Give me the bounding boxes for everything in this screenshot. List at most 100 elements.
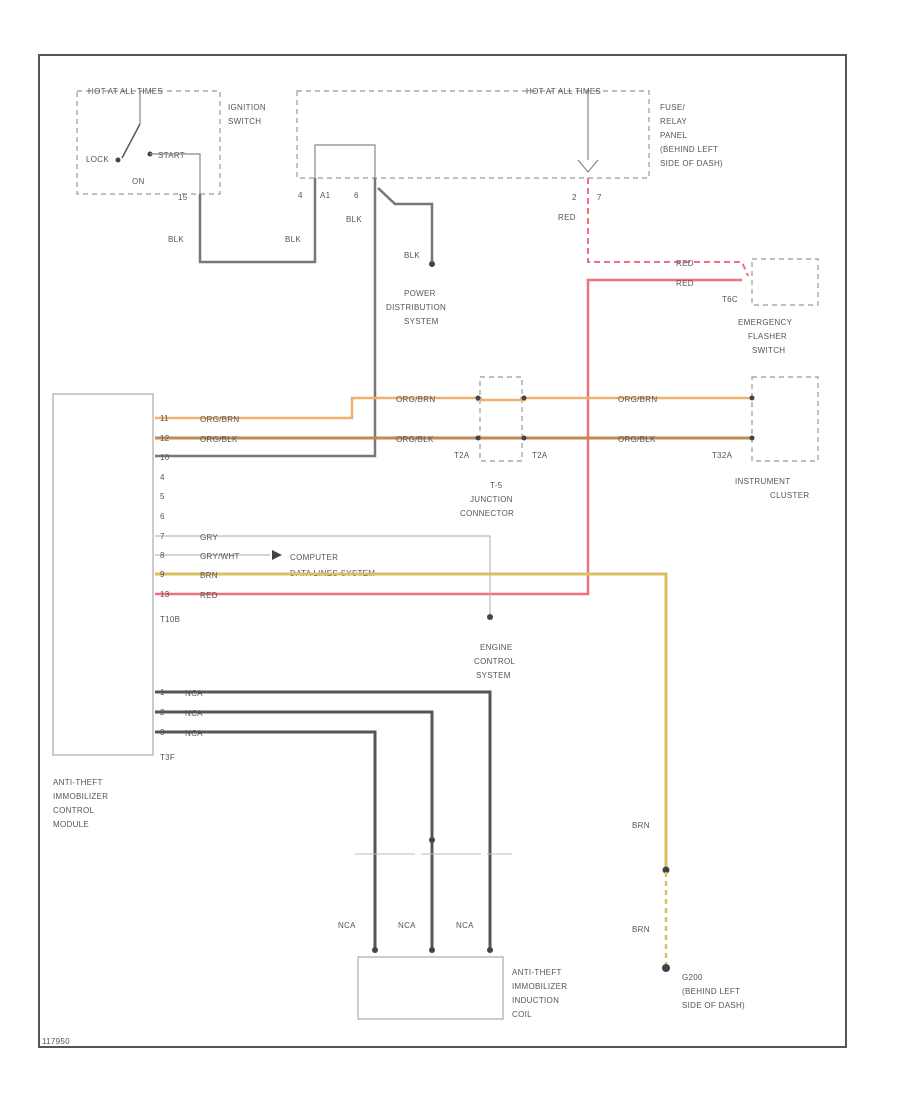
- footer-code: 117950: [42, 1037, 70, 1046]
- ground-name-1: G200: [682, 973, 703, 982]
- module-name-2: IMMOBILIZER: [53, 792, 108, 801]
- flasher-connector: T6C: [722, 295, 738, 304]
- wire-label-red-3: RED: [676, 279, 694, 288]
- wire-label-org-blk-2: ORG/BLK: [396, 435, 434, 444]
- wire-label-org-brn-2: ORG/BRN: [396, 395, 435, 404]
- module-pin-5: 5: [160, 492, 165, 501]
- module-pin-11: 11: [160, 414, 169, 423]
- ignition-pin-15: 15: [178, 193, 188, 202]
- fuse-pin-2: 2: [572, 193, 577, 202]
- junction-name-2: JUNCTION: [470, 495, 513, 504]
- module-pin-9: 9: [160, 570, 165, 579]
- wire-blk-module: [155, 178, 377, 458]
- wire-label-brn-1: BRN: [200, 571, 218, 580]
- flasher-name-3: SWITCH: [752, 346, 785, 355]
- wire-label-nca-2: NCA: [185, 709, 203, 718]
- wire-label-gry: GRY: [200, 533, 218, 542]
- ignition-hot-label: HOT AT ALL TIMES: [88, 87, 163, 96]
- fuse-name-4: (BEHIND LEFT: [660, 145, 718, 154]
- wire-red-fuse-dashed: [587, 178, 749, 277]
- wire-nca-1: [155, 690, 492, 948]
- wire-label-nca-3: NCA: [185, 729, 203, 738]
- wire-nca-2: [155, 710, 434, 948]
- module-pin-4: 4: [160, 473, 165, 482]
- wire-label-brn-2: BRN: [632, 821, 650, 830]
- power-dist-name-2: DISTRIBUTION: [386, 303, 446, 312]
- engine-control-name-2: CONTROL: [474, 657, 515, 666]
- wire-label-red-2: RED: [676, 259, 694, 268]
- junction-connector: T2A T2A T-5 JUNCTION CONNECTOR: [454, 376, 548, 518]
- ignition-start-label: START: [158, 151, 185, 160]
- engine-control-name-1: ENGINE: [480, 643, 512, 652]
- ground-name-3: SIDE OF DASH): [682, 1001, 745, 1010]
- module-pin-10: 10: [160, 453, 170, 462]
- module-pin-8: 8: [160, 551, 165, 560]
- module-connector-main: T10B: [160, 615, 180, 624]
- ignition-lock-label: LOCK: [86, 155, 109, 164]
- wire-label-nca-5: NCA: [398, 921, 416, 930]
- engine-control-name-3: SYSTEM: [476, 671, 511, 680]
- fuse-internal-jumper: [314, 144, 376, 178]
- wire-label-gry-wht: GRY/WHT: [200, 552, 240, 561]
- engine-control-terminal: [487, 614, 493, 620]
- ignition-switch-blade: [121, 123, 141, 159]
- ignition-switch: HOT AT ALL TIMES IGNITION SWITCH LOCK ST…: [76, 87, 266, 202]
- fuse-name-3: PANEL: [660, 131, 687, 140]
- module-name-4: MODULE: [53, 820, 89, 829]
- ignition-lock-contact: [115, 157, 121, 163]
- wire-blk-ignition: [198, 178, 317, 264]
- wire-label-nca-4: NCA: [338, 921, 356, 930]
- wire-label-nca-1: NCA: [185, 689, 203, 698]
- cluster-name-1: INSTRUMENT: [735, 477, 790, 486]
- computer-data-name-1: COMPUTER: [290, 553, 338, 562]
- power-dist-name-1: POWER: [404, 289, 436, 298]
- module-pin-12: 12: [160, 434, 170, 443]
- wire-org-brn: [155, 396, 752, 420]
- fuse-pin-7: 7: [597, 193, 602, 202]
- wire-label-org-blk-1: ORG/BLK: [200, 435, 238, 444]
- coil-name-3: INDUCTION: [512, 996, 559, 1005]
- power-dist-terminal: [429, 261, 435, 267]
- cluster-name-2: CLUSTER: [770, 491, 809, 500]
- module-connector-aux: T3F: [160, 753, 175, 762]
- junction-name-1: T-5: [490, 481, 503, 490]
- wire-label-blk-3: BLK: [346, 215, 362, 224]
- module-pin-6: 6: [160, 512, 165, 521]
- wire-label-org-brn-3: ORG/BRN: [618, 395, 657, 404]
- brn-splice: [662, 866, 670, 874]
- wire-nca-3: [155, 730, 377, 948]
- ignition-name-1: IGNITION: [228, 103, 266, 112]
- immobilizer-control-module: 11 12 10 4 5 6 7 8 9 13 T10B 1 2 3 T3F A…: [52, 393, 180, 829]
- fuse-pin-4: 4: [298, 191, 303, 200]
- flasher-name-2: FLASHER: [748, 332, 787, 341]
- wire-label-blk-1: BLK: [168, 235, 184, 244]
- module-pin-13: 13: [160, 590, 170, 599]
- wire-label-nca-6: NCA: [456, 921, 474, 930]
- fuse-name-5: SIDE OF DASH): [660, 159, 723, 168]
- module-name-3: CONTROL: [53, 806, 94, 815]
- wire-label-org-blk-3: ORG/BLK: [618, 435, 656, 444]
- wire-label-brn-3: BRN: [632, 925, 650, 934]
- wire-label-org-brn-1: ORG/BRN: [200, 415, 239, 424]
- junction-name-3: CONNECTOR: [460, 509, 514, 518]
- ignition-on-label: ON: [132, 177, 145, 186]
- ignition-name-2: SWITCH: [228, 117, 261, 126]
- fuse-pin-6: 6: [354, 191, 359, 200]
- wire-label-blk-4: BLK: [404, 251, 420, 260]
- wire-blk-power-dist: [377, 187, 434, 262]
- wire-label-blk-2: BLK: [285, 235, 301, 244]
- instrument-cluster: T32A INSTRUMENT CLUSTER: [712, 376, 819, 500]
- wire-label-red-4: RED: [200, 591, 218, 600]
- coil-name-4: COIL: [512, 1010, 532, 1019]
- fuse-name-2: RELAY: [660, 117, 688, 126]
- module-name-1: ANTI-THEFT: [53, 778, 103, 787]
- computer-data-arrow: [272, 550, 282, 560]
- cluster-connector: T32A: [712, 451, 733, 460]
- module-pin-7: 7: [160, 532, 165, 541]
- junction-conn-left: T2A: [454, 451, 470, 460]
- fuse-pin-a1: A1: [320, 191, 331, 200]
- ground-terminal: [662, 964, 670, 972]
- wire-brn: [155, 572, 668, 868]
- power-dist-name-3: SYSTEM: [404, 317, 439, 326]
